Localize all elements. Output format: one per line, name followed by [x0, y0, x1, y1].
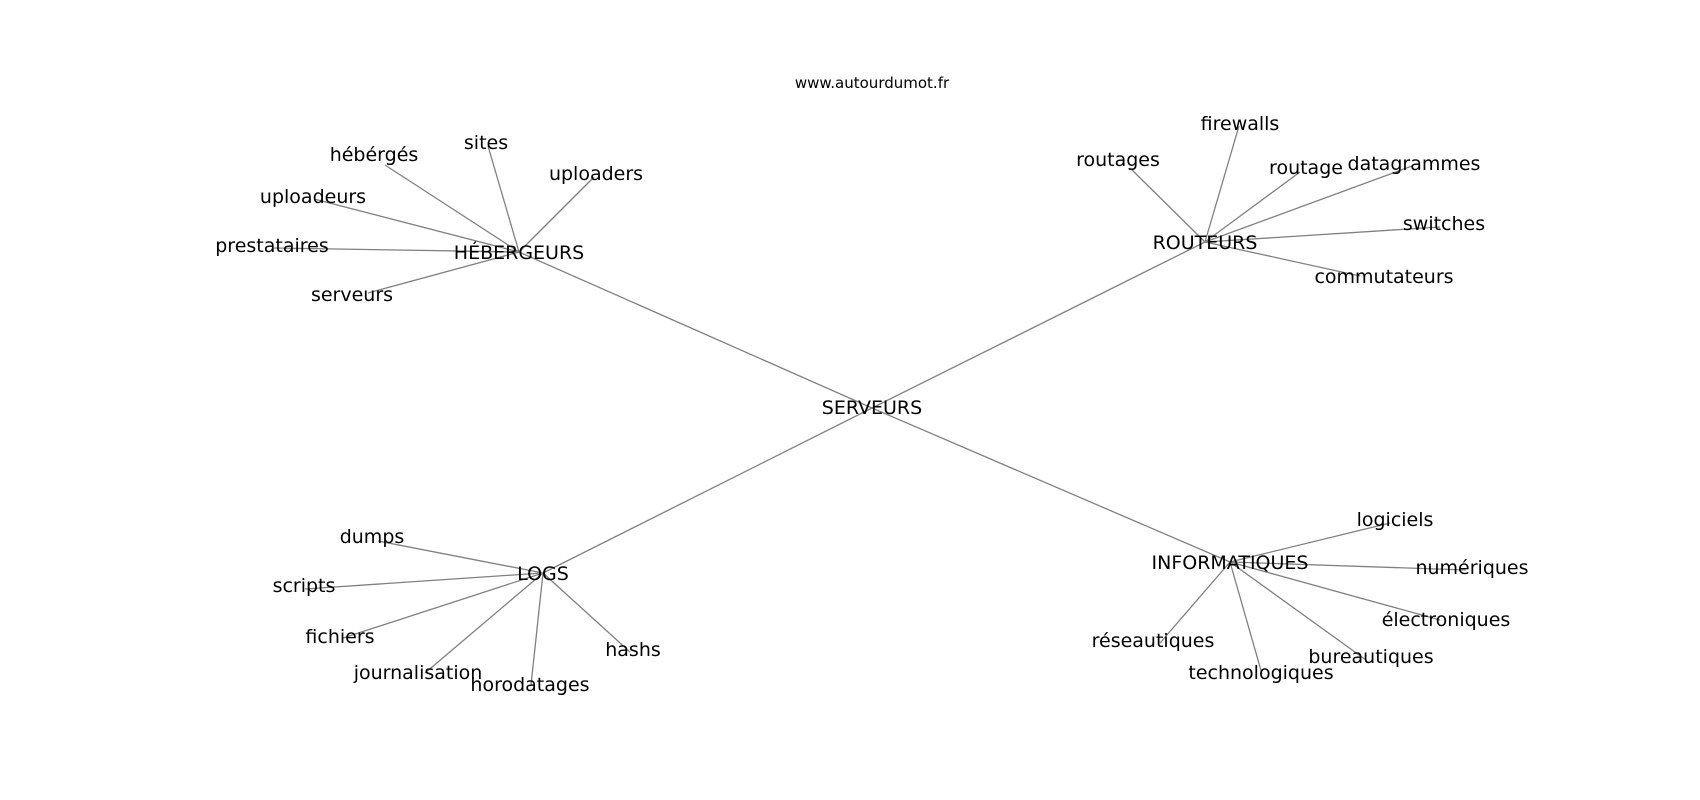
edge-center-to-cluster [871, 407, 1231, 563]
cluster-node-label: INFORMATIQUES [1152, 552, 1309, 574]
leaf-node-label: journalisation [353, 662, 483, 684]
leaf-node-label: datagrammes [1348, 153, 1481, 175]
leaf-node-label: logiciels [1357, 509, 1434, 531]
source-url: www.autourdumot.fr [795, 74, 950, 92]
edge-cluster-to-leaf [1229, 561, 1441, 621]
cluster-node-label: LOGS [517, 563, 569, 585]
edge-cluster-to-leaf [518, 176, 595, 253]
edge-cluster-to-leaf [1229, 522, 1391, 563]
leaf-node-label: scripts [273, 575, 336, 597]
leaf-node-label: hashs [605, 639, 661, 661]
edge-cluster-to-leaf [342, 572, 544, 639]
leaf-node-label: dumps [340, 526, 405, 548]
edge-cluster-to-leaf [1129, 167, 1206, 243]
edges [273, 125, 1467, 686]
leaf-node-label: réseautiques [1092, 630, 1215, 652]
leaf-node-label: firewalls [1201, 113, 1280, 135]
edge-cluster-to-leaf [1204, 241, 1361, 277]
edge-cluster-to-leaf [487, 145, 520, 253]
cluster-node-label: HÉBERGEURS [454, 241, 584, 264]
cluster-node-label: ROUTEURS [1153, 232, 1258, 254]
edge-cluster-to-leaf [367, 251, 520, 294]
edge-center-to-cluster [542, 407, 873, 574]
edge-cluster-to-leaf [1159, 561, 1231, 644]
edge-cluster-to-leaf [313, 198, 520, 253]
edge-cluster-to-leaf [1229, 561, 1467, 571]
leaf-node-label: serveurs [311, 284, 393, 306]
leaf-node-label: hébérgés [330, 144, 419, 166]
edge-center-to-cluster [518, 251, 873, 409]
edge-cluster-to-leaf [377, 540, 544, 574]
edge-cluster-to-leaf [1229, 561, 1263, 675]
leaf-node-label: switches [1403, 213, 1485, 235]
edge-cluster-to-leaf [1204, 165, 1413, 243]
edge-cluster-to-leaf [304, 572, 544, 590]
edge-cluster-to-leaf [1204, 226, 1441, 243]
leaf-node-label: uploadeurs [260, 186, 366, 208]
leaf-node-label: fichiers [305, 626, 374, 648]
edge-cluster-to-leaf [424, 572, 544, 674]
leaf-node-label: numériques [1415, 557, 1528, 579]
leaf-node-label: routage [1269, 157, 1343, 179]
edge-cluster-to-leaf [273, 247, 520, 253]
edge-cluster-to-leaf [384, 164, 520, 253]
leaf-node-label: prestataires [215, 235, 329, 257]
leaf-node-label: routages [1076, 149, 1160, 171]
leaf-node-label: électroniques [1382, 609, 1511, 631]
leaf-node-label: horodatages [470, 674, 589, 696]
labels: www.autourdumot.fr SERVEURS hébérgés site… [215, 74, 1528, 696]
edge-center-to-cluster [871, 241, 1206, 409]
leaf-node-label: technologiques [1188, 662, 1333, 684]
center-node-label: SERVEURS [822, 397, 922, 419]
leaf-node-label: commutateurs [1314, 266, 1453, 288]
leaf-node-label: uploaders [549, 163, 643, 185]
leaf-node-label: bureautiques [1308, 646, 1433, 668]
edge-cluster-to-leaf [1204, 171, 1301, 243]
edge-cluster-to-leaf [1229, 561, 1367, 661]
leaf-node-label: sites [464, 132, 508, 154]
edge-cluster-to-leaf [530, 572, 544, 686]
edge-cluster-to-leaf [542, 572, 631, 653]
edge-cluster-to-leaf [1204, 125, 1240, 243]
